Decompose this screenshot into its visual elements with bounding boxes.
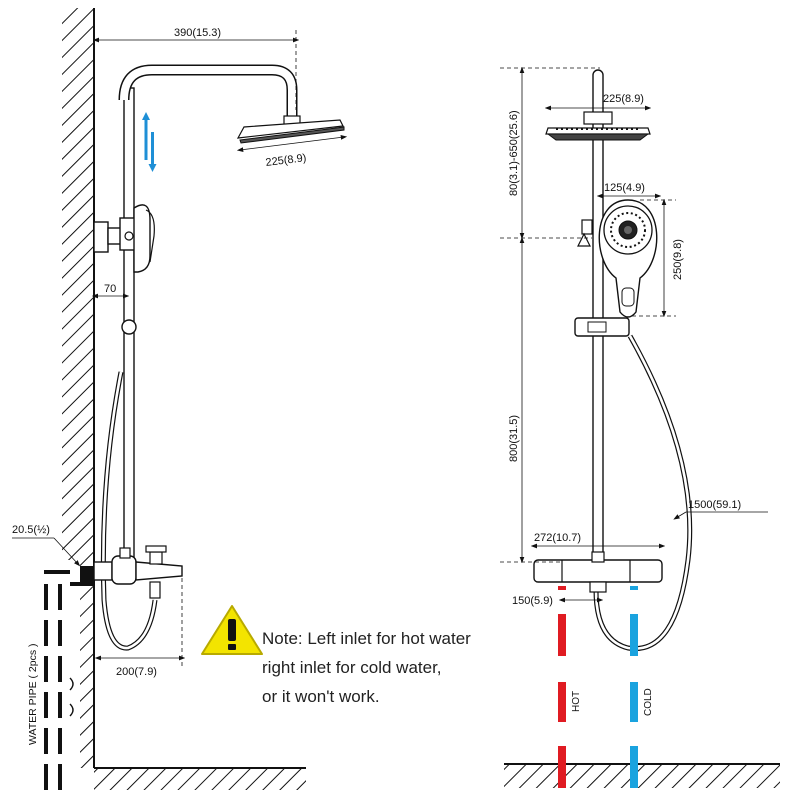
dim-hand-head-width: 125(4.9) <box>604 182 645 194</box>
dim-head-dia-side: 225(8.9) <box>265 152 307 169</box>
upper-wall-bracket <box>93 217 139 253</box>
dim-hand-length: 250(9.8) <box>672 239 684 280</box>
shower-arm <box>118 64 298 118</box>
hot-label: HOT <box>571 691 582 712</box>
hand-shower-side <box>133 204 155 273</box>
note-line-1: Note: Left inlet for hot water <box>262 629 471 648</box>
side-view: 390(15.3) 225(8.9) 70 20.5(½) 200(7.9) W… <box>12 8 348 790</box>
warning-triangle-icon <box>201 605 263 655</box>
front-view: HOT COLD 225(8.9) 80(3.1)-650(25.6) 125(… <box>500 66 780 788</box>
dim-arm-reach: 390(15.3) <box>174 27 221 39</box>
installation-note: Note: Left inlet for hot water right inl… <box>262 624 562 711</box>
dim-inlet-size: 20.5(½) <box>12 524 50 536</box>
hot-inlet-pipe <box>558 586 566 788</box>
cold-inlet-pipe <box>630 586 638 788</box>
dim-spout-length: 200(7.9) <box>116 666 157 678</box>
thermostatic-mixer <box>533 551 663 593</box>
dim-riser-adjust: 80(3.1)-650(25.6) <box>508 110 520 196</box>
cold-label: COLD <box>643 688 654 716</box>
floor-right <box>504 764 780 788</box>
dim-inlet-spacing: 150(5.9) <box>512 595 553 607</box>
water-pipe-label: WATER PIPE ( 2pcs ) <box>27 643 39 745</box>
dim-head-dia-front: 225(8.9) <box>603 93 644 105</box>
upper-wall-bracket-front <box>577 219 593 247</box>
dim-hose-length: 1500(59.1) <box>688 499 741 511</box>
up-down-arrows-icon <box>142 112 157 172</box>
mixer-side <box>93 545 183 599</box>
hand-shower-front <box>598 199 658 318</box>
slide-knob <box>121 319 137 335</box>
dim-wall-offset: 70 <box>104 283 116 295</box>
overhead-shower-head-front <box>545 111 651 141</box>
floor-left <box>94 768 306 790</box>
water-pipe-in-wall <box>40 560 94 790</box>
dim-inlet-height: 800(31.5) <box>508 415 520 462</box>
dim-mixer-width: 272(10.7) <box>534 532 581 544</box>
riser-pipe-front <box>592 69 604 563</box>
note-line-3: or it won't work. <box>262 687 380 706</box>
hose-front <box>593 334 693 652</box>
note-line-2: right inlet for cold water, <box>262 658 442 677</box>
